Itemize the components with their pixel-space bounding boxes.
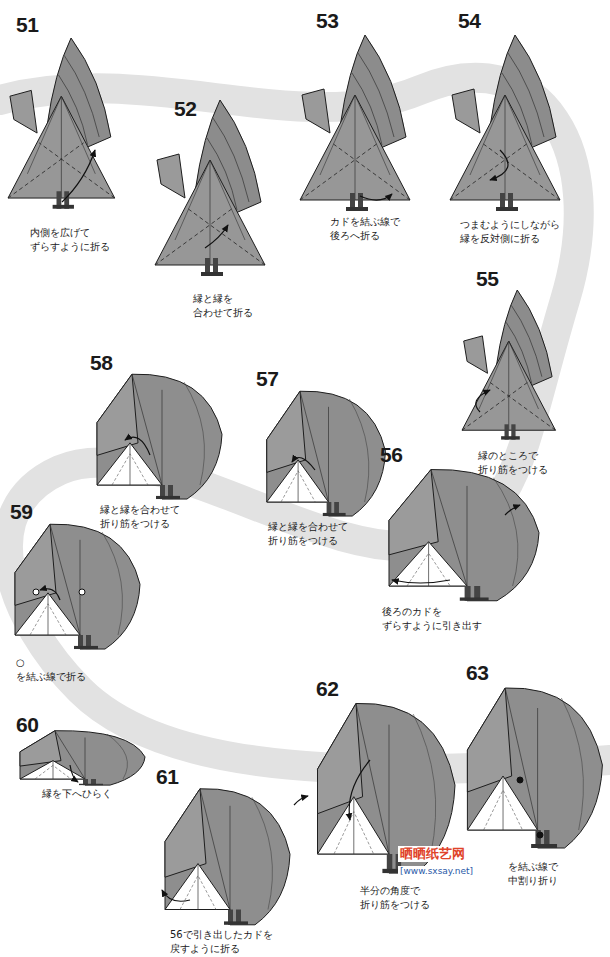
step-number: 52 — [174, 98, 196, 119]
watermark-title-holder: 晒晒纸艺网 — [398, 846, 467, 862]
instruction-caption: 縁を下へひらく — [42, 787, 112, 801]
step-number-holder: 62 — [316, 678, 338, 699]
instruction-caption: カドを結ぶ線で 後ろへ折る — [330, 215, 400, 243]
instruction-caption-holder: 縁と縁を合わせて 折り筋をつける — [100, 503, 180, 531]
step-number: 63 — [466, 662, 488, 683]
step-number-holder: 57 — [256, 368, 278, 389]
instruction-caption-holder: 縁と縁を合わせて 折り筋をつける — [268, 520, 348, 548]
instruction-caption-holder: を結ぶ線で 中割り折り — [508, 860, 558, 888]
step-number-holder: 59 — [10, 501, 32, 522]
instruction-caption-holder: つまむようにしながら 縁を反対側に折る — [460, 218, 560, 246]
step-number: 62 — [316, 678, 338, 699]
instruction-caption: を結ぶ線で 中割り折り — [508, 860, 558, 888]
watermark-title: 晒晒纸艺网 — [398, 846, 467, 862]
step-number-holder: 51 — [16, 14, 38, 35]
step-number: 54 — [458, 10, 480, 31]
step-number: 56 — [380, 444, 402, 465]
step-number-holder: 56 — [380, 444, 402, 465]
instruction-caption-holder: 内側を広げて ずらすように折る — [30, 226, 110, 254]
instruction-caption: つまむようにしながら 縁を反対側に折る — [460, 218, 560, 246]
step-number-holder: 52 — [174, 98, 196, 119]
step-number-holder: 58 — [90, 352, 112, 373]
instruction-caption: 56で引き出したカドを 戻すように折る — [170, 928, 273, 956]
instruction-caption: 半分の角度で 折り筋をつける — [360, 884, 430, 912]
watermark-url: [www.sxsay.net] — [398, 866, 475, 877]
step-number-holder: 53 — [316, 10, 338, 31]
step-number: 57 — [256, 368, 278, 389]
step-number: 53 — [316, 10, 338, 31]
instruction-caption-holder: 縁のところで 折り筋をつける — [478, 449, 548, 477]
step-number: 51 — [16, 14, 38, 35]
instruction-caption: 縁と縁を合わせて 折り筋をつける — [268, 520, 348, 548]
instruction-caption: 内側を広げて ずらすように折る — [30, 226, 110, 254]
step-number-holder: 54 — [458, 10, 480, 31]
step-number-holder: 60 — [16, 714, 38, 735]
step-number: 60 — [16, 714, 38, 735]
instruction-caption-holder: 後ろのカドを ずらすように引き出す — [382, 605, 482, 633]
watermark-url-holder: [www.sxsay.net] — [398, 866, 475, 877]
instruction-caption: 縁と縁を 合わせて折る — [193, 292, 253, 320]
step-number: 59 — [10, 501, 32, 522]
instruction-caption: 縁のところで 折り筋をつける — [478, 449, 548, 477]
instruction-caption: 縁と縁を合わせて 折り筋をつける — [100, 503, 180, 531]
instruction-caption-holder: ○を結ぶ線で折る — [16, 656, 86, 684]
step-number: 58 — [90, 352, 112, 373]
step-number-holder: 61 — [156, 766, 178, 787]
instruction-caption-holder: 半分の角度で 折り筋をつける — [360, 884, 430, 912]
instruction-caption-holder: 56で引き出したカドを 戻すように折る — [170, 928, 273, 956]
instruction-caption-holder: 縁を下へひらく — [42, 787, 112, 801]
instruction-caption-holder: 縁と縁を 合わせて折る — [193, 292, 253, 320]
instruction-caption: 後ろのカドを ずらすように引き出す — [382, 605, 482, 633]
step-number-holder: 63 — [466, 662, 488, 683]
instruction-caption: ○を結ぶ線で折る — [16, 656, 86, 684]
step-number: 61 — [156, 766, 178, 787]
step-number: 55 — [476, 268, 498, 289]
step-number-holder: 55 — [476, 268, 498, 289]
instruction-caption-holder: カドを結ぶ線で 後ろへ折る — [330, 215, 400, 243]
